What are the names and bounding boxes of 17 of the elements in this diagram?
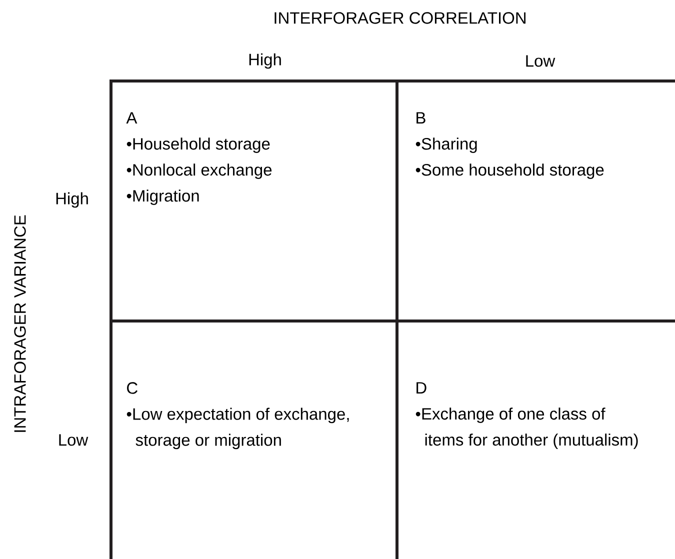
axis-level-label: Low	[59, 434, 88, 446]
axis-title: INTRAFORAGER VARIANCE	[14, 215, 26, 432]
axis-title: INTERFORAGER CORRELATION	[274, 12, 526, 24]
quadrant-letter: C	[127, 382, 138, 394]
bullet-item: •Some household storage	[416, 164, 604, 179]
bullet-item: •Exchange of one class of items for another (mutualism)	[416, 408, 638, 449]
axis-level-label: Low	[526, 55, 556, 67]
bullet-item: •Household storage	[126, 138, 270, 153]
quadrant-letter: B	[416, 112, 426, 124]
quadrant-letter: A	[126, 112, 138, 124]
bullet-item: •Nonlocal exchange	[126, 164, 272, 179]
axis-level-label: High	[56, 192, 88, 208]
quadrant-letter: D	[416, 382, 426, 394]
bullet-item: •Low expectation of exchange, storage or migration	[126, 408, 349, 450]
bullet-item: •Sharing	[416, 138, 477, 153]
axis-level-label: High	[249, 53, 281, 69]
bullet-item: •Migration	[126, 190, 199, 205]
